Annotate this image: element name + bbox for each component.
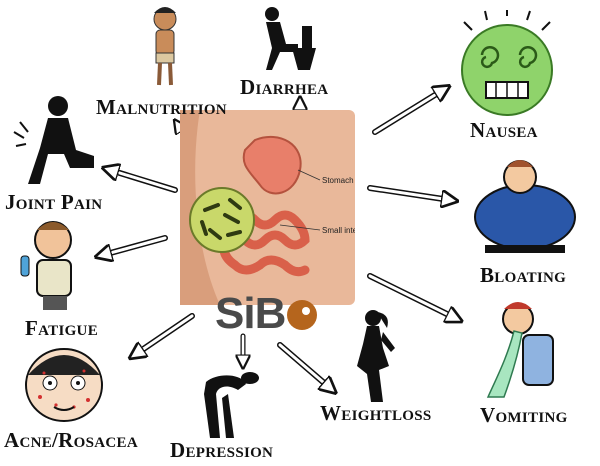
label-acne-rosacea: Acne/Rosacea	[4, 428, 138, 452]
arrow-fatigue	[103, 235, 168, 255]
arrow-vomiting	[367, 273, 455, 318]
arrow-nausea	[372, 90, 443, 135]
label-fatigue: Fatigue	[25, 316, 98, 340]
acne-face-icon	[25, 348, 103, 422]
sibo-logo-o-icon	[287, 300, 318, 330]
toilet-person-icon	[265, 7, 316, 70]
label-vomiting: Vomiting	[480, 403, 568, 427]
digestive-system-illustration: Stomach Small intestine	[180, 110, 355, 305]
label-weightloss: Weightloss	[320, 401, 432, 425]
intestine-shape	[219, 210, 310, 277]
stomach-caption: Stomach	[322, 176, 354, 185]
vomiting-man-icon	[486, 302, 554, 398]
arrow-weightloss	[277, 342, 330, 388]
label-malnutrition: Malnutrition	[96, 95, 227, 119]
knee-pain-person-icon	[13, 96, 94, 184]
malnourished-boy-icon	[153, 7, 177, 86]
arrow-acne	[136, 313, 195, 354]
label-nausea: Nausea	[470, 118, 538, 142]
sibo-logo: SiB	[215, 292, 319, 336]
bloated-man-icon	[474, 160, 576, 253]
depressed-person-icon	[204, 372, 259, 438]
arrow-joint-pain	[110, 170, 178, 193]
label-diarrhea: Diarrhea	[240, 75, 329, 99]
bacteria-zoom	[189, 187, 255, 253]
label-depression: Depression	[170, 438, 274, 462]
woman-silhouette-icon	[357, 310, 395, 402]
stomach-shape	[242, 135, 302, 195]
sibo-logo-text: SiB	[215, 289, 286, 338]
nausea-face-icon	[461, 10, 553, 116]
small-intestine-caption: Small intestine	[322, 226, 355, 235]
label-bloating: Bloating	[480, 263, 567, 287]
tired-man-icon	[20, 221, 72, 310]
label-joint-pain: Joint Pain	[5, 190, 103, 214]
arrow-bloating	[367, 185, 450, 200]
